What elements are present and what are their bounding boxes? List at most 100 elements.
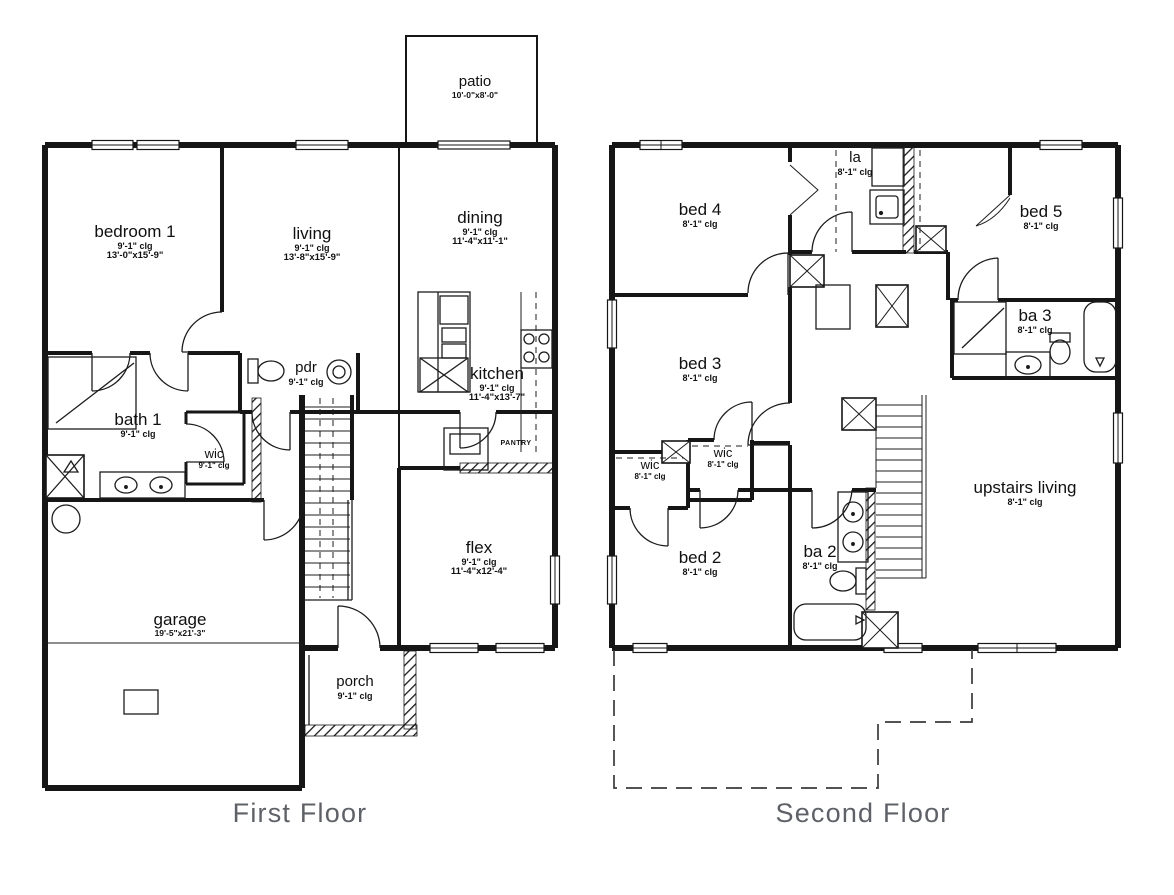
room-name: garage [153, 610, 207, 629]
second-floor-windows [606, 139, 1124, 654]
second-floor-interior-walls [612, 145, 1118, 648]
dryer [869, 189, 905, 225]
room-label-living: living 9'-1" clg 13'-8"x15'-9" [284, 224, 341, 264]
room-dims: 11'-4"x11'-1" [452, 236, 508, 248]
vanity [837, 491, 869, 563]
shower [953, 301, 1007, 355]
room-ceiling: 8'-1" clg [682, 567, 718, 578]
room-name: kitchen [470, 364, 524, 383]
bathtub [1083, 301, 1117, 373]
laundry-appliances [869, 147, 905, 225]
room-name: dining [457, 208, 503, 227]
room-ceiling: 9'-1" clg [288, 376, 324, 387]
room-ceiling: 9'-1" clg [461, 557, 497, 568]
room-label-ba-3: ba 3 8'-1" clg [1018, 306, 1053, 335]
room-label-bed-3: bed 3 8'-1" clg [679, 354, 722, 383]
hatched-wall [251, 397, 262, 503]
porch-structure [304, 650, 418, 737]
room-label-patio: patio 10'-0"x8'-0" [451, 73, 499, 100]
hatched-wall [459, 462, 554, 474]
room-ceiling: 8'-1" clg [1017, 325, 1053, 336]
room-label-porch: porch 9'-1" clg [336, 673, 374, 701]
room-ceiling: 9'-1" clg [462, 227, 498, 238]
footprint-outline-dashed [613, 650, 973, 789]
first-floor-interior-walls [45, 145, 553, 648]
toilet [1049, 332, 1071, 343]
ba3-fixtures [953, 301, 1117, 379]
room-dims: 19'-5"x21'-3" [154, 628, 206, 639]
closet-shelves [616, 150, 1011, 459]
room-ceiling: 9'-1" clg [294, 243, 330, 254]
room-name: upstairs living [973, 478, 1077, 497]
hatched-wall [865, 487, 876, 611]
room-name: wic [640, 457, 660, 472]
room-label-bed-4: bed 4 8'-1" clg [679, 200, 722, 229]
water-heater [51, 504, 81, 534]
room-ceiling: 8'-1" clg [837, 166, 873, 177]
ba2-fixtures [793, 491, 869, 641]
toilet [855, 567, 867, 595]
room-dims: 11'-4"x12'-4" [450, 566, 508, 578]
room-name: bed 3 [678, 354, 722, 373]
room-name: PANTRY [500, 440, 532, 447]
room-name: patio [458, 73, 492, 90]
room-name: bed 5 [1019, 202, 1063, 221]
room-label-dining: dining 9'-1" clg 11'-4"x11'-1" [452, 208, 508, 248]
room-name: ba 3 [1018, 306, 1052, 325]
vanity [1005, 351, 1051, 379]
room-name: bath 1 [114, 410, 162, 429]
room-label-garage: garage 19'-5"x21'-3" [154, 610, 207, 639]
second-floor-plan [606, 139, 1124, 789]
stair-rail [302, 500, 353, 601]
room-ceiling: 9'-1" clg [120, 429, 156, 440]
room-label-la: la 8'-1" clg [837, 149, 873, 177]
room-ceiling: 9'-1" clg [337, 690, 373, 701]
hall-closet [815, 284, 851, 330]
room-ceiling: 8'-1" clg [1007, 497, 1043, 508]
room-name: bed 4 [678, 200, 722, 219]
room-label-pantry: PANTRY [501, 440, 532, 448]
washer [871, 147, 905, 187]
pdr-fixtures [247, 358, 352, 385]
room-name: ba 2 [803, 542, 837, 561]
room-ceiling: 8'-1" clg [682, 219, 718, 230]
room-ceiling: 8'-1" clg [634, 471, 666, 481]
room-name: wic [713, 445, 733, 460]
room-dims: 13'-0"x15'-9" [106, 250, 164, 262]
room-dims: 13'-8"x15'-9" [283, 252, 341, 264]
kitchen-fixtures [417, 291, 553, 471]
first-floor-caption: First Floor [232, 798, 368, 828]
room-label-upstairs-living: upstairs living 8'-1" clg [974, 478, 1077, 507]
room-name: wic [204, 446, 224, 461]
room-ceiling: 8'-1" clg [707, 459, 739, 469]
sink [326, 359, 352, 385]
room-name: flex [465, 538, 493, 557]
wic-walls [184, 410, 246, 486]
room-name: la [849, 149, 861, 166]
garage-post [123, 689, 159, 715]
bathtub [793, 603, 867, 641]
first-floor-plan [42, 35, 561, 791]
room-name: porch [336, 673, 374, 690]
room-name: living [292, 224, 332, 243]
room-ceiling: 8'-1" clg [802, 561, 838, 572]
room-label-bed-2: bed 2 8'-1" clg [679, 548, 722, 577]
room-name: bed 2 [678, 548, 722, 567]
room-dims: 10'-0"x8'-0" [451, 89, 499, 100]
first-floor-doors [91, 311, 497, 649]
room-label-bed-5: bed 5 8'-1" clg [1020, 202, 1063, 231]
room-dims: 11'-4"x13'-7" [468, 392, 526, 404]
staircase-second-floor [875, 395, 927, 579]
first-floor-windows [91, 139, 561, 654]
room-ceiling: 8'-1" clg [682, 373, 718, 384]
fridge [439, 295, 469, 325]
room-label-bedroom-1: bedroom 1 9'-1" clg 13'-0"x15'-9" [94, 222, 175, 262]
room-label-wic-left: wic 8'-1" clg [634, 457, 666, 482]
toilet [247, 358, 259, 384]
room-label-wic: wic 9'-1" clg [198, 446, 229, 471]
room-name: bedroom 1 [94, 222, 176, 241]
shower [47, 356, 137, 430]
second-floor-caption: Second Floor [775, 798, 951, 828]
second-floor-doors [629, 211, 999, 547]
